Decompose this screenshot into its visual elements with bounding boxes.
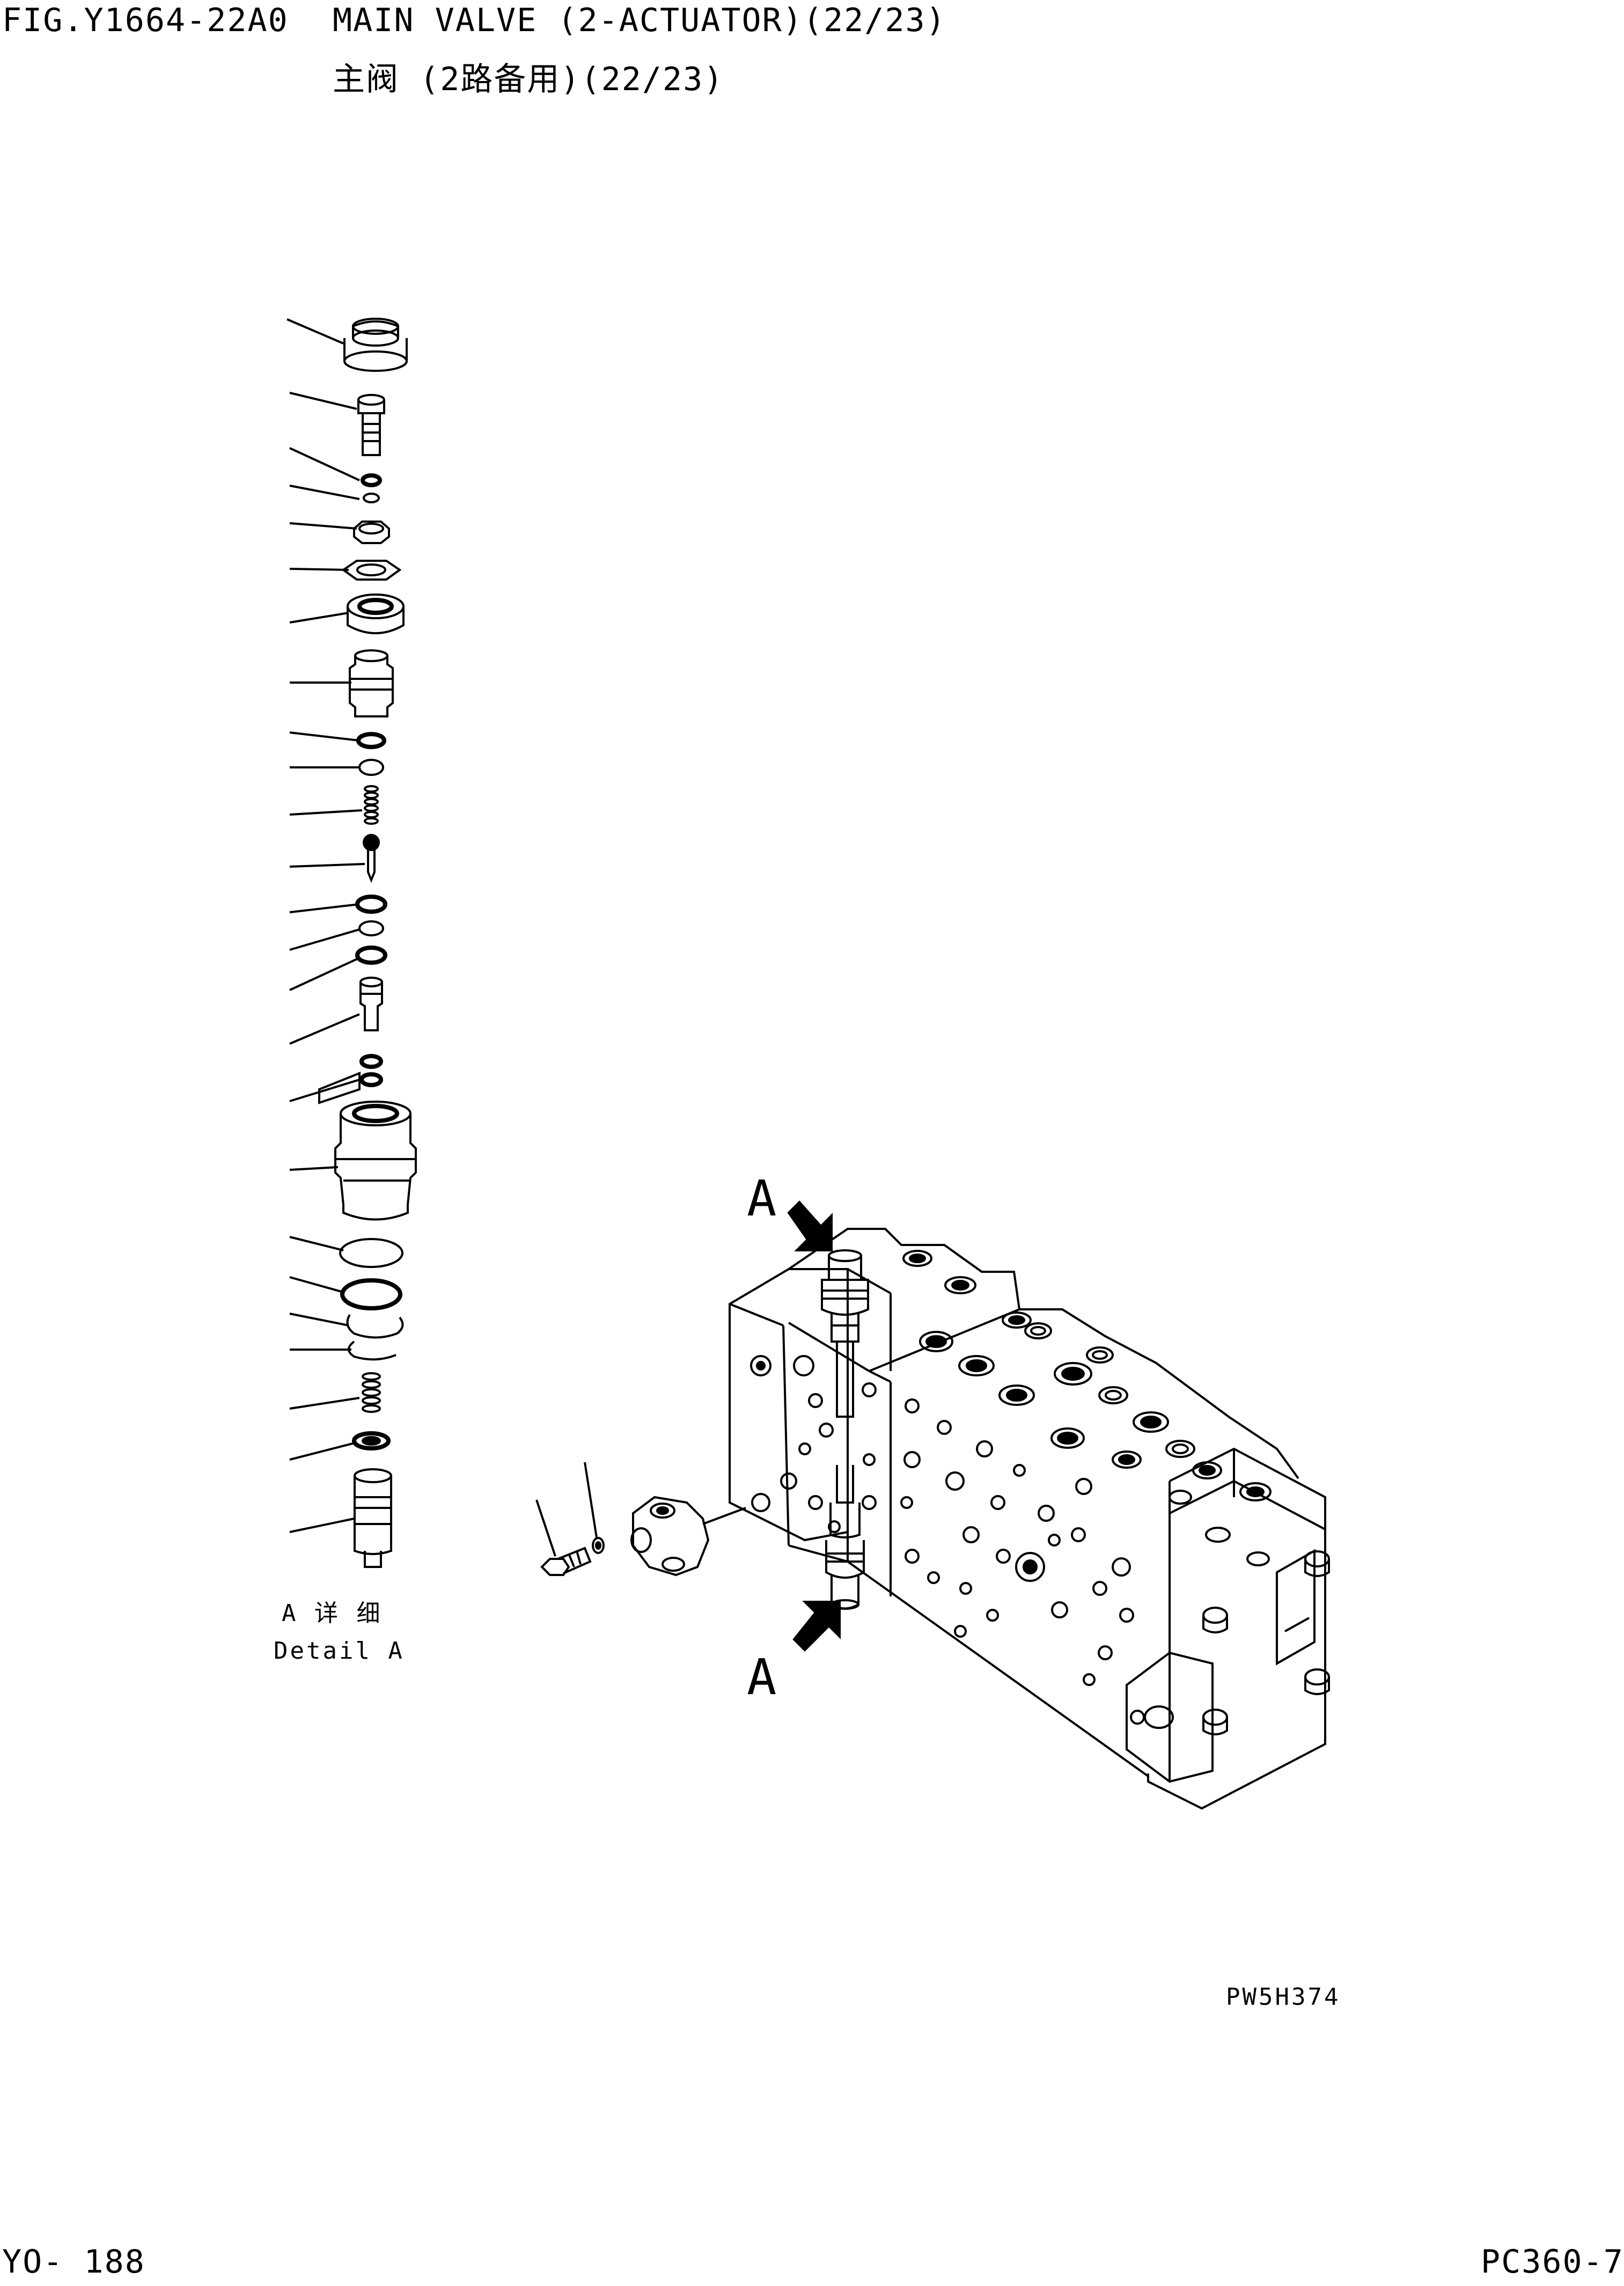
end-cap-bolts [1203, 1551, 1329, 1734]
snap-ring-part [348, 1315, 403, 1338]
backup-ring-part [362, 1056, 381, 1067]
bolt-part [542, 1548, 590, 1575]
screw-part [358, 395, 384, 455]
spring-part [365, 786, 378, 824]
main-valve-assembly [537, 1202, 1329, 1808]
sleeve-part [350, 650, 393, 716]
view-callout-top: A [747, 1170, 777, 1227]
small-rings [363, 475, 380, 502]
spool-plug-top [822, 1250, 868, 1417]
washer-part [359, 921, 383, 935]
snap-ring-part [349, 1342, 396, 1359]
leader-line [585, 1462, 597, 1537]
cap-part [344, 319, 407, 371]
figure-title-en: MAIN VALVE (2-ACTUATOR)(22/23) [333, 2, 946, 39]
nut-part [354, 522, 389, 543]
drawing-code: PW5H374 [1226, 1983, 1341, 2011]
view-arrow-bottom [794, 1602, 840, 1650]
detail-label-en: Detail A [274, 1637, 405, 1665]
detail-label-cn: A 详 细 [282, 1600, 383, 1627]
piston-part [361, 978, 382, 1030]
side-holes [751, 1356, 1144, 1724]
view-arrow-top [789, 1202, 832, 1250]
o-ring-part [358, 734, 384, 747]
top-ports [903, 1251, 1270, 1565]
washer-part [593, 1538, 604, 1553]
view-callout-bottom: A [747, 1648, 777, 1706]
large-o-ring-part [342, 1280, 400, 1308]
o-ring-part [359, 760, 383, 775]
spool-plug-bottom [826, 1465, 864, 1609]
figure-number: FIG.Y1664-22A0 [2, 2, 289, 39]
washer-part [357, 897, 385, 912]
valve-body-part [335, 1102, 416, 1220]
figure-title-cn: 主阀 (2路备用)(22/23) [333, 61, 724, 98]
detail-a-exploded-stack [287, 319, 416, 1567]
model-number: PC360-7 [1481, 2243, 1624, 2281]
poppet-part [364, 835, 379, 880]
bracket-block [631, 1497, 746, 1575]
tag-part [319, 1073, 359, 1103]
leader-line [537, 1500, 555, 1556]
page-number: YO- 188 [2, 2243, 145, 2281]
washer-part [357, 948, 385, 963]
leader-lines [287, 319, 365, 1532]
hex-washer-part [343, 561, 400, 580]
retainer-part [354, 1433, 388, 1448]
large-o-ring-part [340, 1239, 402, 1267]
lock-nut-part [348, 595, 403, 633]
spring-part [363, 1373, 380, 1412]
backup-ring-part [362, 1074, 381, 1085]
plunger-part [355, 1469, 391, 1567]
